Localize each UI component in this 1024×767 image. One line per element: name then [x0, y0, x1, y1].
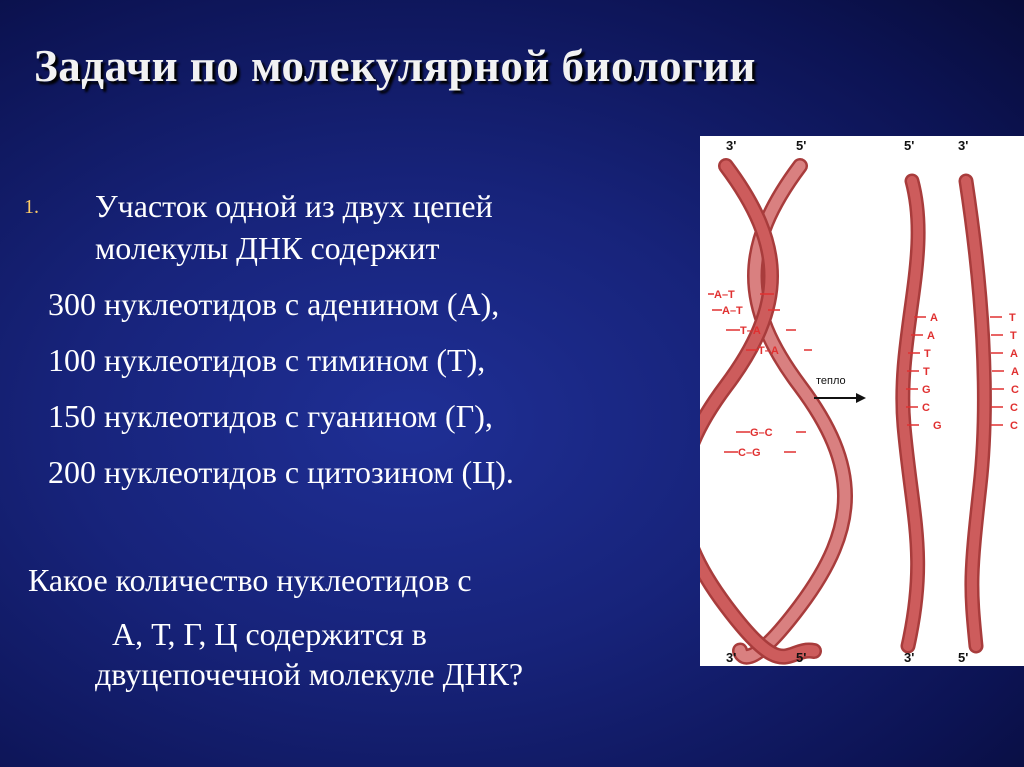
label-top-3prime-right: 3': [958, 138, 968, 153]
right-strand-base-4: A: [1011, 366, 1019, 378]
base-pair-3: T–A: [740, 325, 761, 337]
separated-strand-right-fill: [961, 176, 990, 651]
base-pair-1: A–T: [714, 289, 735, 301]
label-top-5prime-left: 5': [796, 138, 806, 153]
right-strand-base-3: A: [1010, 348, 1018, 360]
right-strand-base-2: T: [1010, 330, 1017, 342]
question-line-3: двуцепочечной молекуле ДНК?: [95, 656, 524, 692]
arrow-head: [856, 393, 866, 403]
right-strand-base-7: C: [1010, 420, 1018, 432]
label-top-5prime-right: 5': [904, 138, 914, 153]
right-strand-base-6: C: [1010, 402, 1018, 414]
left-strand-base-1: A: [930, 312, 938, 324]
dna-diagram: 3' 5' 5' 3' A–T A–T T–A T–A G–C C–G тепл…: [700, 138, 1019, 665]
right-strand-base-1: T: [1009, 312, 1016, 324]
left-strand-base-3: T: [924, 348, 931, 360]
left-strand-base-7: G: [933, 420, 942, 432]
label-bottom-5prime-left: 5': [796, 650, 806, 665]
label-bottom-3prime-right: 3': [904, 650, 914, 665]
helix-strand-front-fill: [700, 160, 820, 663]
question-line-1: Какое количество нуклеотидов с: [28, 562, 472, 598]
question-line-2: А, Т, Г, Ц содержится в: [112, 616, 427, 652]
list-number: 1.: [24, 196, 39, 218]
label-bottom-5prime-right: 5': [958, 650, 968, 665]
nucleotide-item-cytosine: 200 нуклеотидов с цитозином (Ц).: [48, 454, 514, 490]
problem-line-1: Участок одной из двух цепей: [95, 188, 493, 224]
base-pair-2: A–T: [722, 305, 743, 317]
base-pair-5: G–C: [750, 427, 773, 439]
left-strand-base-2: A: [927, 330, 935, 342]
problem-line-2: молекулы ДНК содержит: [95, 230, 440, 266]
left-strand-base-5: G: [922, 384, 931, 396]
left-strand-base-6: C: [922, 402, 930, 414]
base-pair-6: C–G: [738, 447, 761, 459]
slide-title: Задачи по молекулярной биологии: [34, 41, 756, 91]
dna-figure: 3' 5' 5' 3' A–T A–T T–A T–A G–C C–G тепл…: [700, 136, 1024, 666]
nucleotide-item-adenine: 300 нуклеотидов с аденином (А),: [48, 286, 500, 322]
separated-strand-left-fill: [897, 176, 924, 651]
arrow-label: тепло: [816, 375, 846, 387]
label-top-3prime-left: 3': [726, 138, 736, 153]
left-strand-base-4: T: [923, 366, 930, 378]
label-bottom-3prime-left: 3': [726, 650, 736, 665]
base-pair-4: T–A: [758, 345, 779, 357]
helix-strand-back-fill: [734, 160, 851, 663]
nucleotide-item-guanine: 150 нуклеотидов с гуанином (Г),: [48, 398, 493, 434]
nucleotide-item-thymine: 100 нуклеотидов с тимином (Т),: [48, 342, 486, 378]
right-strand-base-5: C: [1011, 384, 1019, 396]
